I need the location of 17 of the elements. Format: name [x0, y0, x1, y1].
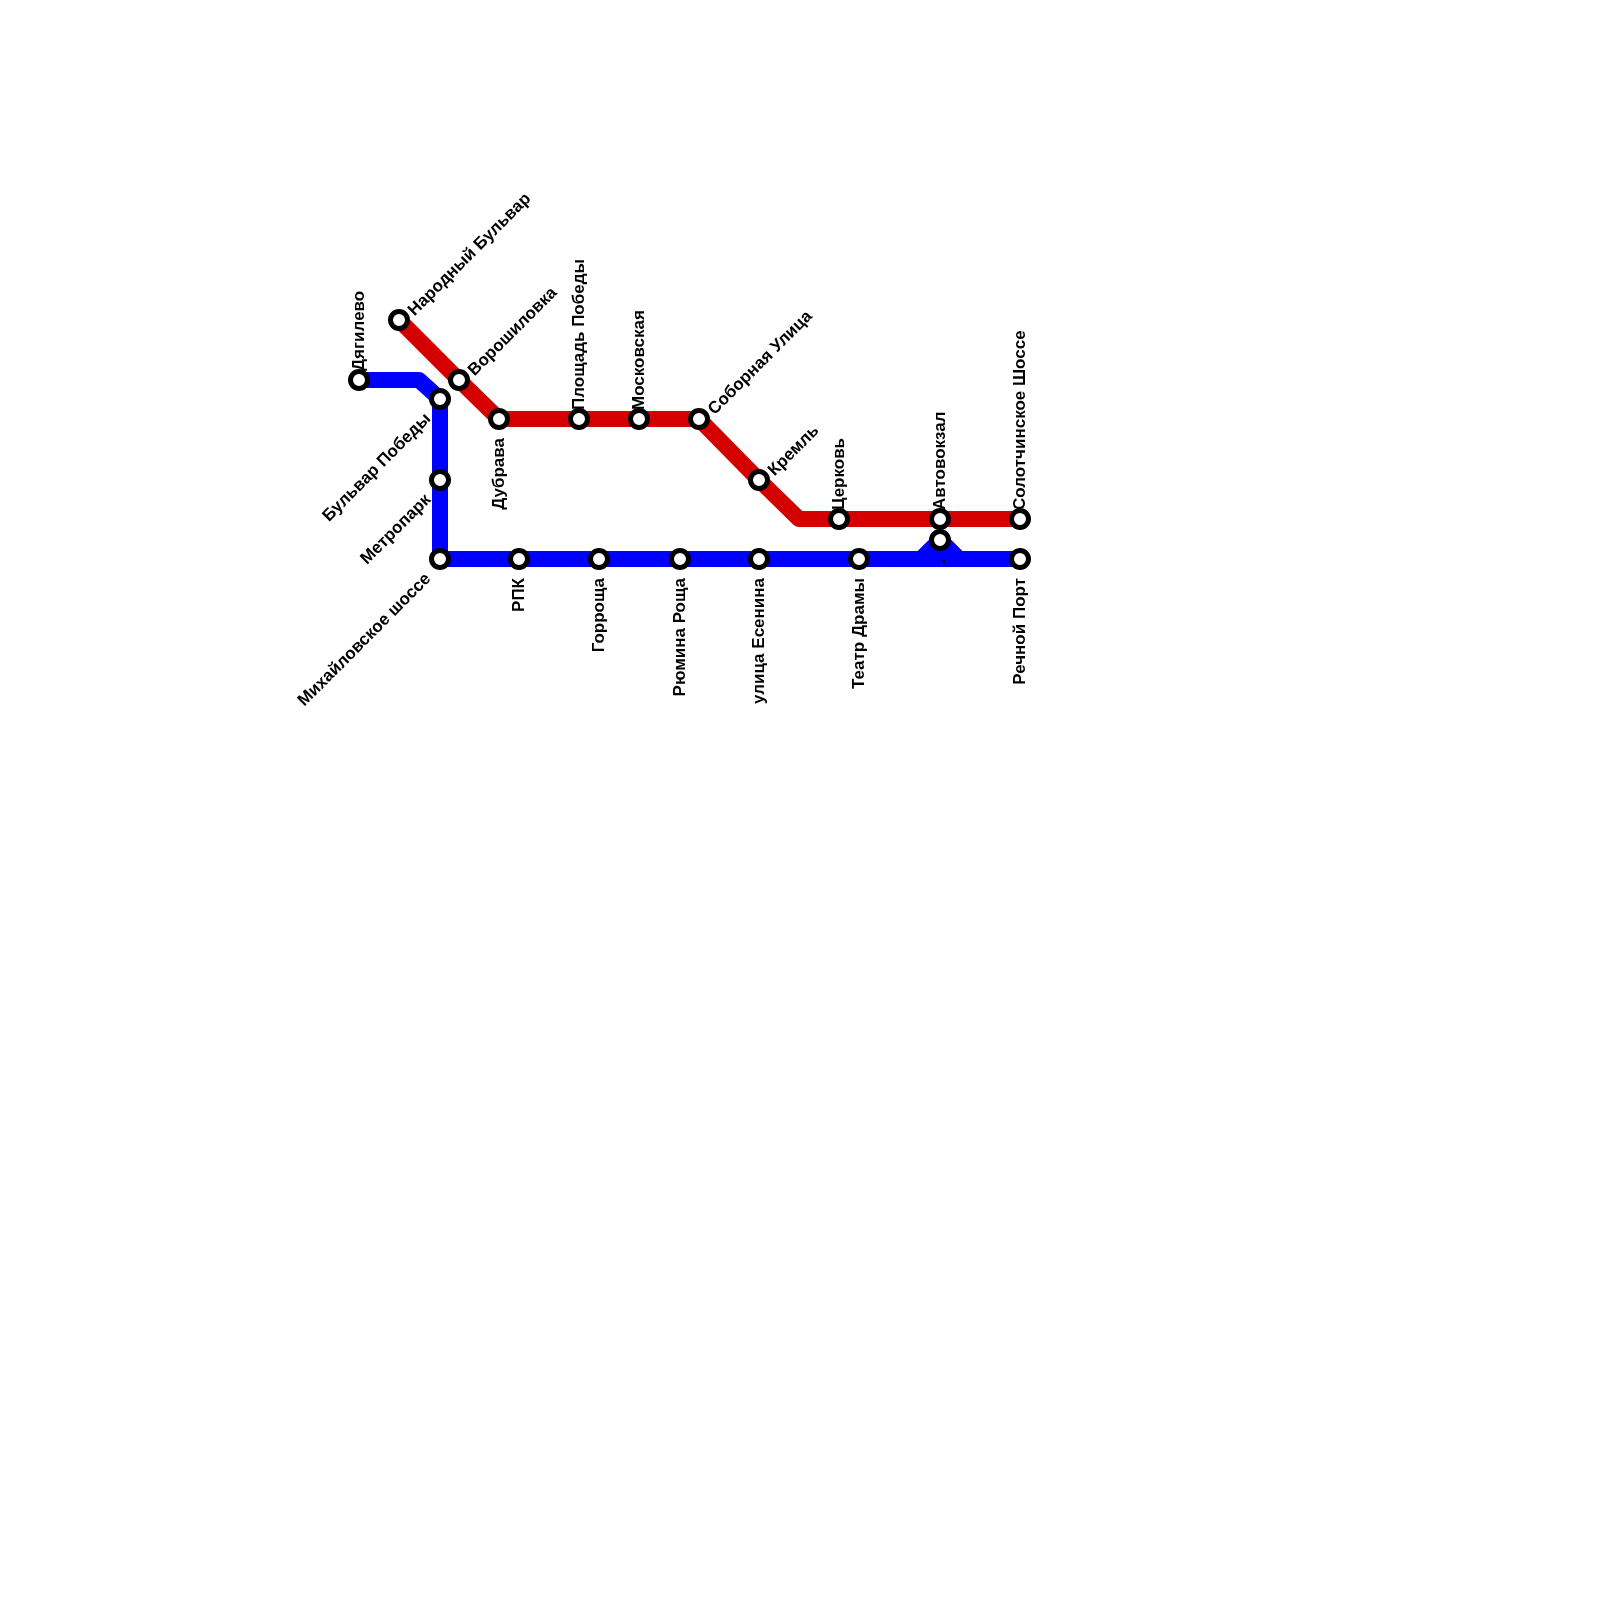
station-name: .	[930, 559, 950, 564]
station-name: Речной Порт	[1010, 578, 1030, 685]
station-name: Солотчинское Шоссе	[1010, 330, 1030, 510]
station-name: улица Есенина	[749, 578, 769, 704]
station-name: Дубрава	[489, 438, 509, 510]
station-name: Московская	[629, 310, 649, 410]
station-name: Горроща	[589, 578, 609, 653]
station-name: Театр Драмы	[849, 578, 869, 689]
station-name: Рюмина Роща	[670, 578, 690, 697]
metro-line-segment	[398, 319, 460, 381]
station-name: Церковь	[829, 437, 849, 510]
station-name: Площадь Победы	[569, 258, 589, 410]
metro-line-segment	[698, 418, 760, 481]
station-name: РПК	[509, 578, 529, 612]
station-name: Дягилево	[349, 290, 369, 371]
metro-line-segment	[458, 379, 500, 420]
station-name: Автовокзал	[930, 411, 950, 510]
